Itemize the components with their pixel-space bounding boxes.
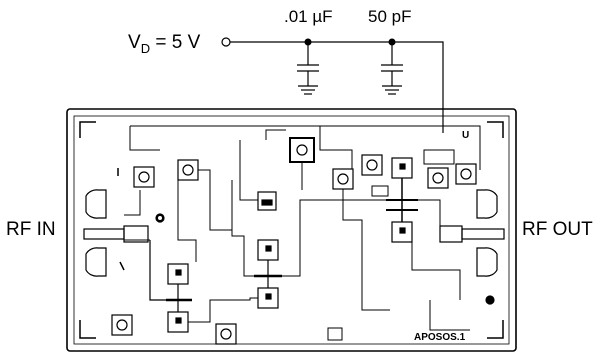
rf-out-label: RF OUT bbox=[522, 219, 593, 240]
rf-in-port-pad bbox=[83, 189, 165, 277]
interconnects bbox=[124, 129, 470, 341]
bond-pads bbox=[111, 137, 477, 345]
rf-in-label: RF IN bbox=[6, 219, 56, 240]
chip-inner-border bbox=[73, 115, 510, 345]
chip-outline bbox=[66, 108, 517, 352]
supply-line bbox=[230, 41, 444, 133]
capacitor-2-symbol bbox=[381, 42, 403, 95]
bias-network: VD = 5 V .01 µF 50 pF bbox=[128, 7, 444, 133]
stage-3 bbox=[386, 157, 418, 243]
vd-label: VD = 5 V bbox=[128, 32, 201, 56]
capacitor-1-label: .01 µF bbox=[284, 7, 333, 26]
capacitor-1-symbol bbox=[297, 42, 319, 95]
chip-corner-brackets bbox=[79, 121, 504, 339]
stage-1 bbox=[149, 240, 192, 333]
chip-part-marking: APOSOS.1 bbox=[414, 332, 466, 343]
vd-terminal bbox=[221, 37, 231, 47]
stage-2 bbox=[254, 191, 282, 309]
rf-out-port-pad bbox=[439, 189, 505, 305]
chip-layout bbox=[66, 108, 517, 352]
capacitor-2-label: 50 pF bbox=[368, 7, 411, 26]
chip-corner-mark: U bbox=[462, 130, 469, 141]
